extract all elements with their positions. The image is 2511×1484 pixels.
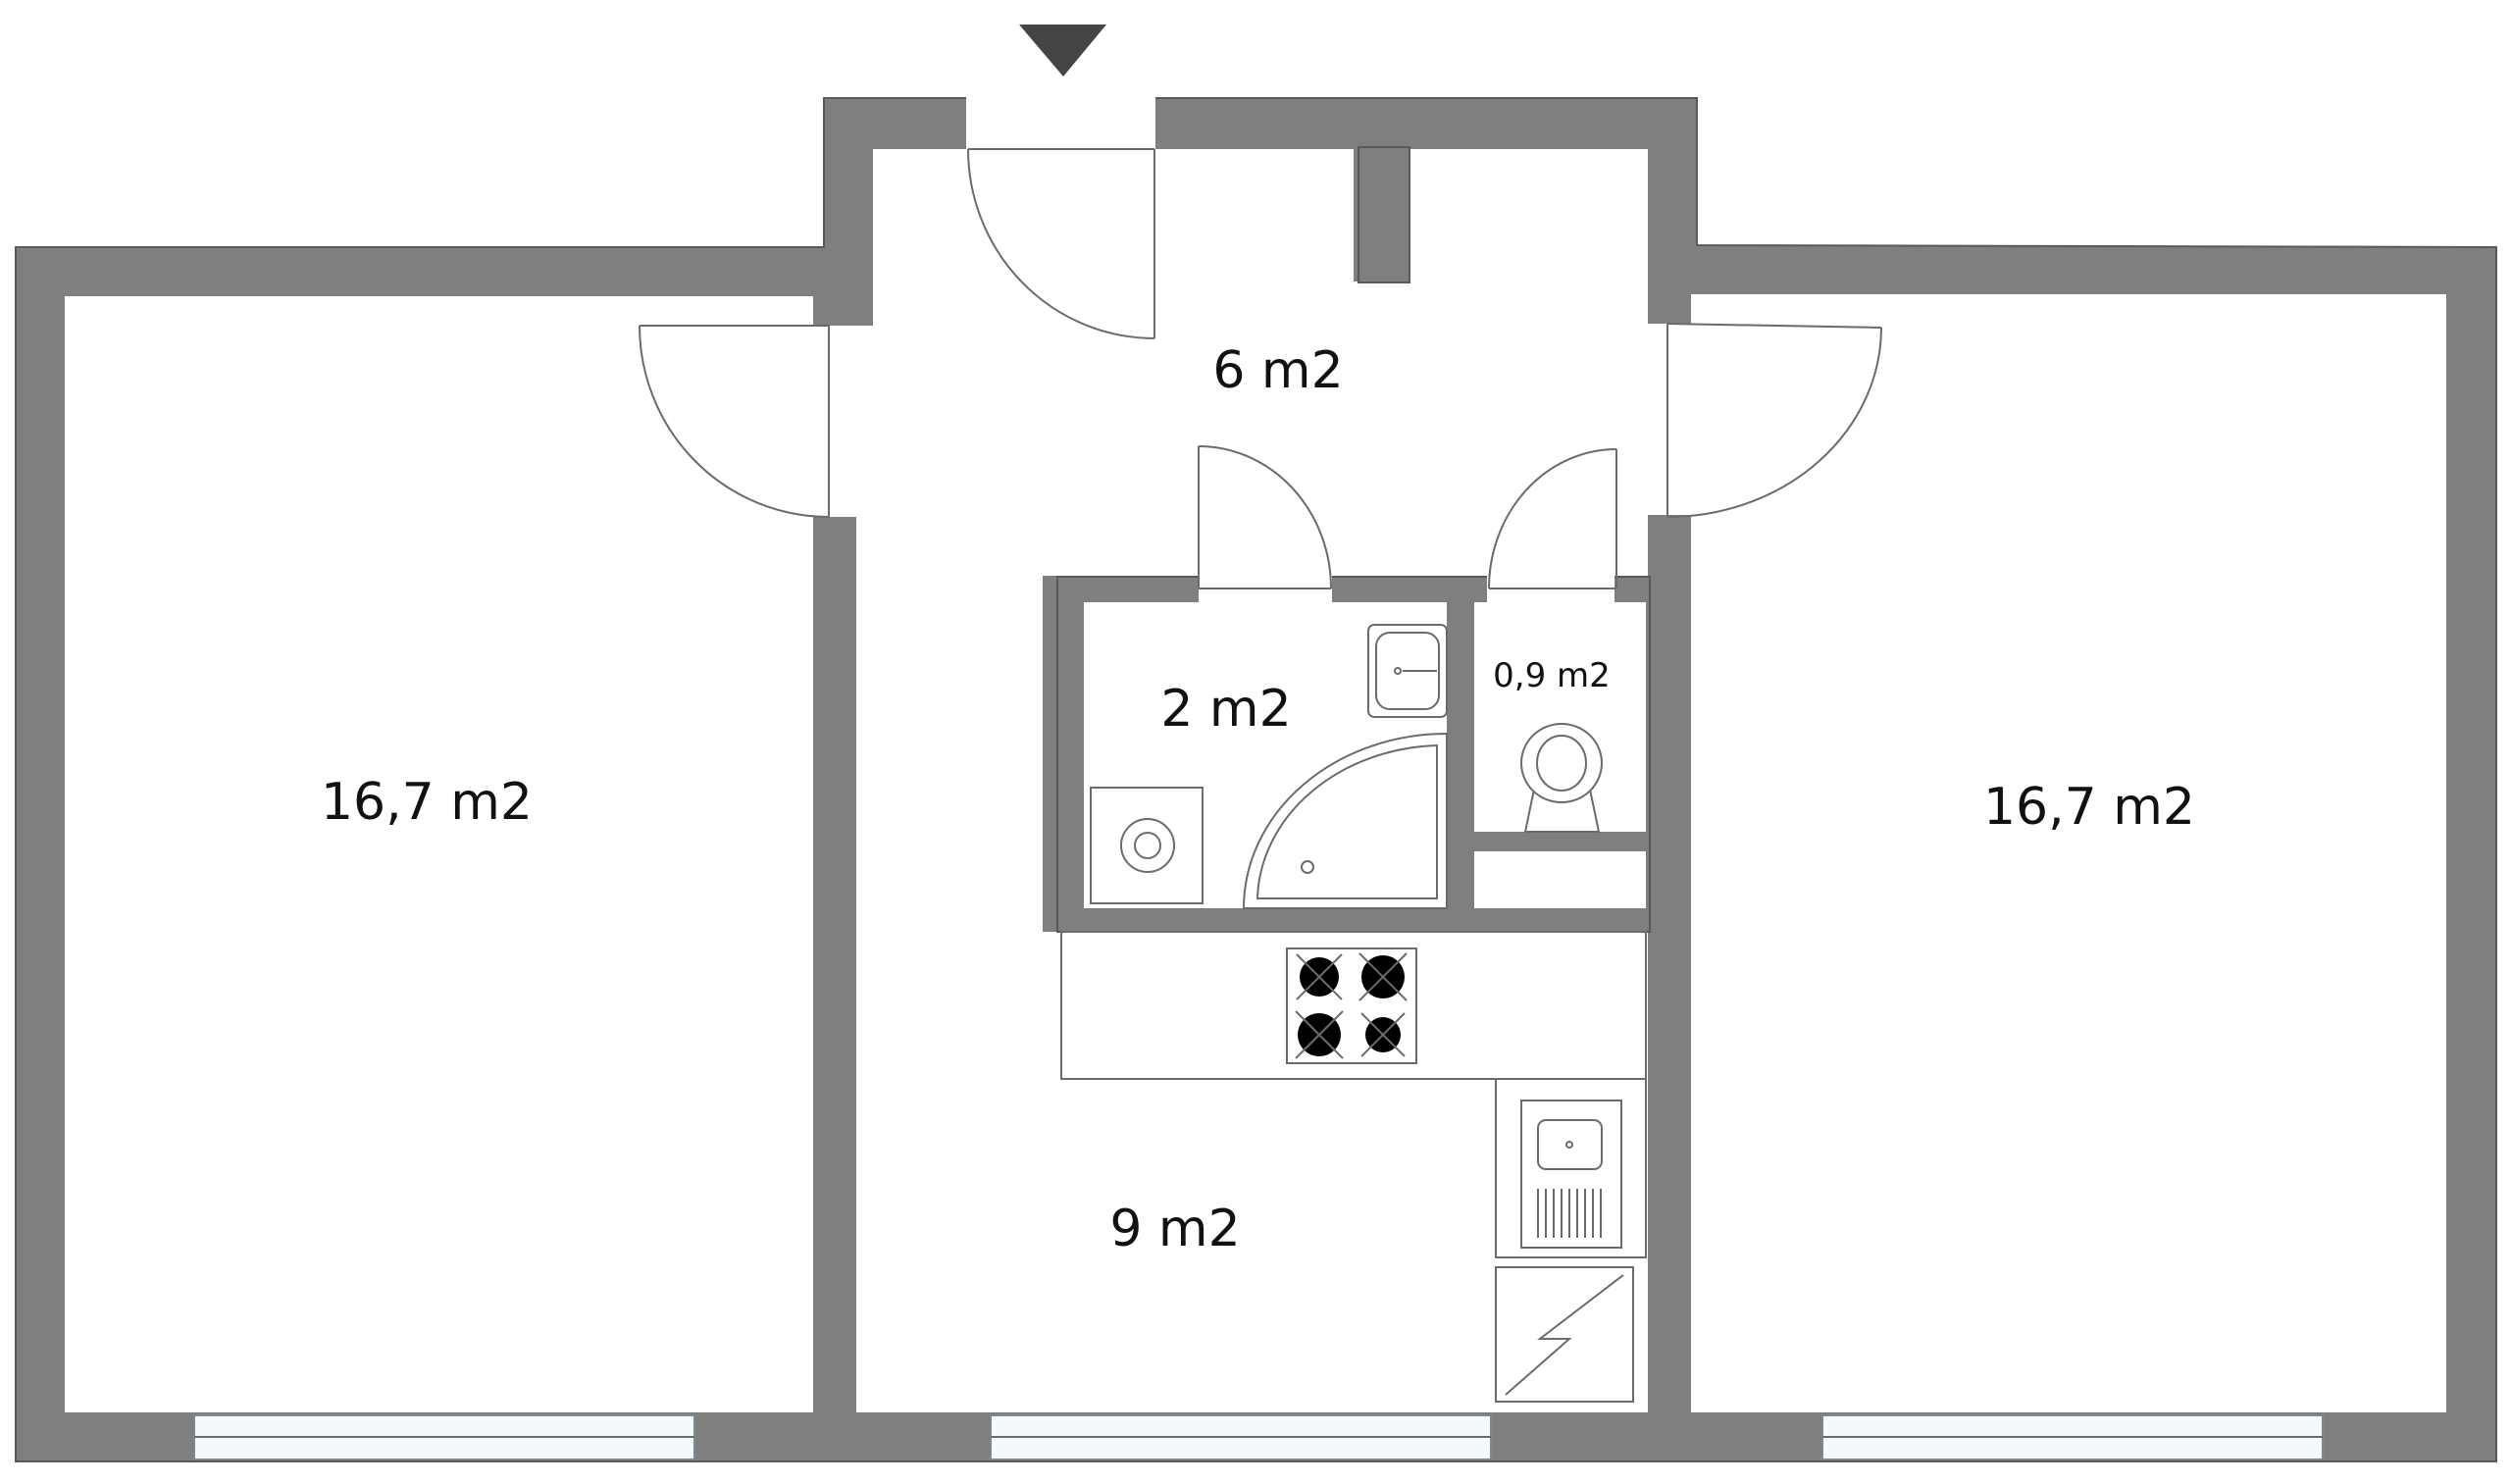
left-room-floor	[65, 296, 813, 1412]
right-room-door[interactable]	[1666, 323, 1882, 518]
floors	[65, 96, 2446, 1412]
right-room-floor	[1691, 294, 2446, 1412]
entrance-arrow-icon	[1019, 25, 1106, 77]
washing-machine-icon	[1090, 787, 1204, 904]
kitchen-sink-unit	[1495, 1078, 1647, 1258]
window-left	[193, 1414, 695, 1460]
right-room-area-label: 16,7 m2	[1983, 778, 2195, 837]
bathroom-bottom-floor	[1474, 851, 1646, 908]
left-room-area-label: 16,7 m2	[321, 773, 533, 832]
hall-area-label: 6 m2	[1212, 341, 1343, 400]
doors	[639, 148, 1882, 589]
burner	[1296, 953, 1343, 1000]
drainer	[1537, 1189, 1602, 1238]
shower-icon	[1242, 732, 1448, 909]
bathroom-area-label: 2 m2	[1160, 680, 1291, 739]
right-door-gap	[1644, 324, 1695, 515]
burner	[1360, 1012, 1406, 1057]
entry-door-gap	[966, 96, 1155, 153]
toilet-area-label: 0,9 m2	[1493, 656, 1611, 695]
left-door-gap	[809, 326, 878, 517]
toilet-icon	[1520, 723, 1603, 833]
toilet-door-gap	[1487, 575, 1614, 606]
burner	[1295, 1010, 1344, 1059]
bathroom-door-gap	[1199, 575, 1332, 606]
electric-meter-icon	[1495, 1266, 1634, 1403]
bathroom-door[interactable]	[1198, 445, 1332, 589]
room-labels: 16,7 m2 6 m2 2 m2 0,9 m2 16,7 m2 9 m2	[321, 341, 2195, 1258]
left-room-door[interactable]	[639, 325, 830, 518]
stove-icon	[1286, 947, 1417, 1064]
kitchen-fixtures	[1060, 931, 1647, 1403]
kitchen-area-label: 9 m2	[1109, 1200, 1240, 1258]
window-kitchen	[990, 1414, 1492, 1460]
sink-icon	[1367, 624, 1448, 718]
hall-stub-wall	[1358, 146, 1410, 283]
burner	[1358, 952, 1408, 1001]
window-right	[1821, 1414, 2324, 1460]
entrance-door[interactable]	[967, 148, 1155, 339]
hall-kitchen-floor	[856, 149, 1648, 1412]
bathroom-fixtures	[1090, 624, 1448, 909]
windows	[193, 1414, 2324, 1460]
toilet-door[interactable]	[1488, 448, 1617, 589]
